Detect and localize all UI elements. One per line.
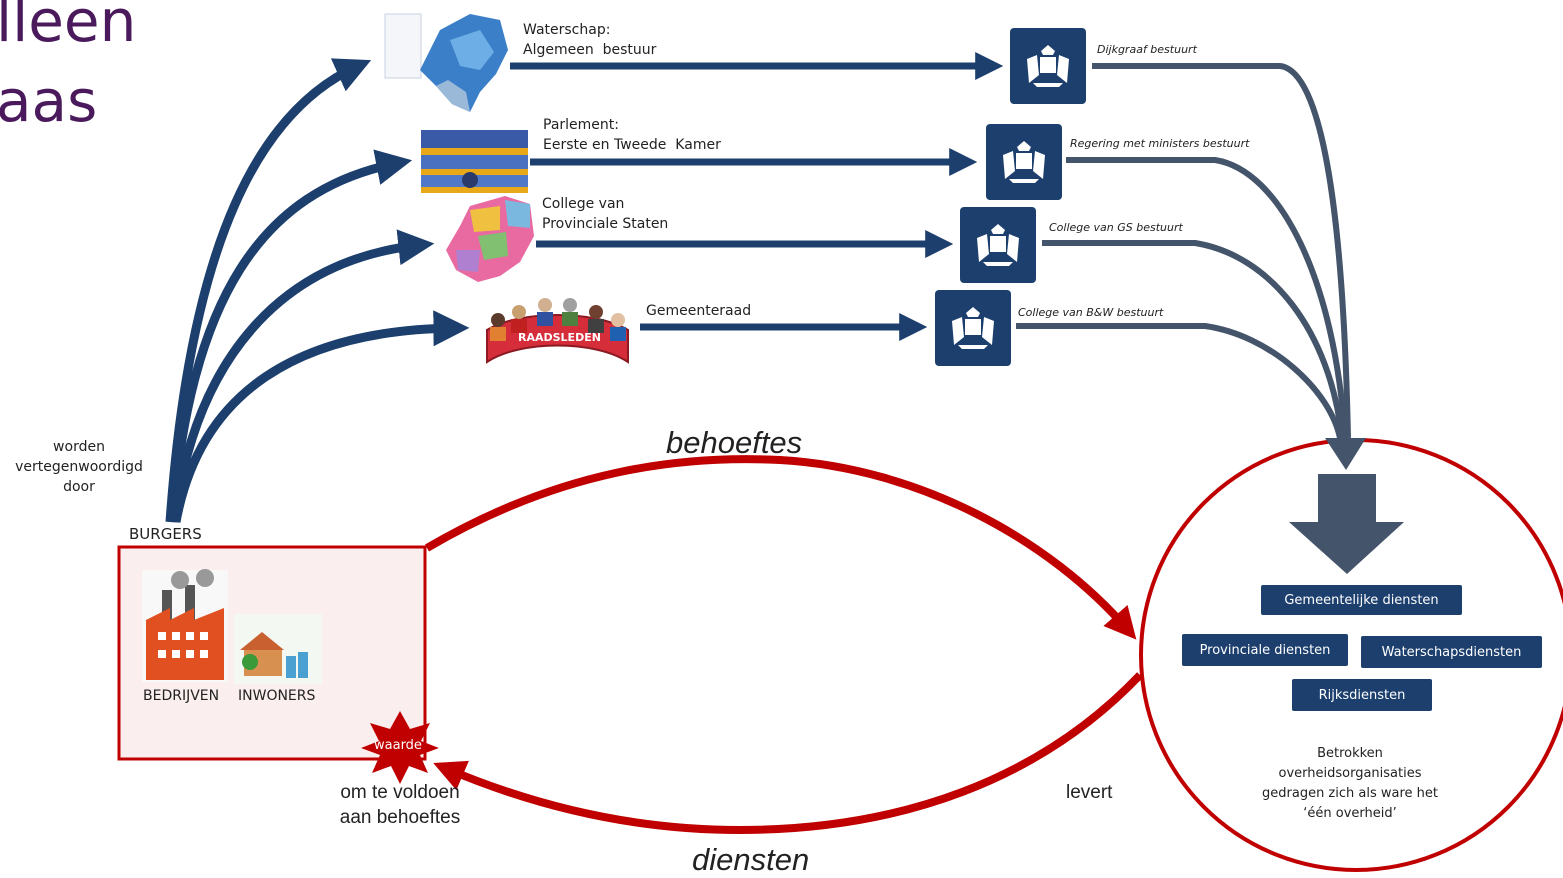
arrow-to-waterschap — [165, 58, 372, 523]
coat-of-arms-icon — [1003, 141, 1045, 183]
slide-heading-line1: lleen — [0, 0, 137, 55]
waterschap-map-image — [384, 13, 508, 112]
coat-of-arms-icon — [1027, 45, 1069, 87]
representation-arrows — [165, 58, 470, 523]
label-regering: Regering met ministers bestuurt — [1070, 137, 1250, 150]
one-government-text: Betrokken overheidsorganisaties gedragen… — [1262, 746, 1438, 821]
slide-heading-line2: aas — [0, 67, 98, 135]
factory-icon — [142, 569, 228, 682]
big-down-arrow — [1289, 474, 1404, 574]
line-dijkgraaf — [1092, 63, 1351, 439]
line-regering — [1066, 157, 1348, 439]
government-to-services-lines — [1016, 63, 1351, 439]
waarde-star — [361, 711, 439, 784]
label-gs: College van GS bestuurt — [1049, 221, 1183, 234]
provincie-map-image — [446, 196, 534, 282]
label-inwoners: INWONERS — [238, 688, 316, 704]
rijkswapen-regering — [986, 124, 1062, 200]
label-parlement: Parlement: Eerste en Tweede Kamer — [543, 117, 721, 153]
label-gemeenteraad: Gemeenteraad — [646, 303, 752, 319]
government-arrows — [510, 52, 1004, 341]
line-bw — [1016, 323, 1343, 439]
raadsleden-banner-text: RAADSLEDEN — [518, 331, 601, 344]
label-represented-by: worden vertegenwoordigd door — [15, 439, 143, 495]
services-arrowhead-small — [1325, 438, 1366, 470]
rijkswapen-dijkgraaf — [1010, 28, 1086, 104]
service-provinciaal: Provinciale diensten — [1182, 634, 1348, 666]
arrow-to-parlement — [167, 149, 413, 523]
diensten-arrow — [433, 672, 1143, 835]
coat-of-arms-icon — [977, 224, 1019, 266]
service-gemeentelijk: Gemeentelijke diensten — [1261, 585, 1462, 615]
label-waterschap: Waterschap: Algemeen bestuur — [523, 22, 657, 58]
label-waarde: waarde — [374, 738, 422, 753]
label-bedrijven: BEDRIJVEN — [143, 688, 220, 704]
rijkswapen-bw — [935, 290, 1011, 366]
service-waterschap: Waterschapsdiensten — [1361, 636, 1542, 668]
label-bw: College van B&W bestuurt — [1018, 306, 1164, 319]
label-burgers: BURGERS — [129, 525, 202, 543]
line-gs — [1042, 240, 1345, 439]
arrow-to-provincie — [169, 229, 435, 523]
arrow-to-gemeente — [171, 310, 470, 523]
label-levert: levert — [1066, 782, 1113, 803]
behoeftes-arrow — [424, 455, 1137, 640]
parlement-photo — [421, 130, 528, 193]
label-diensten: diensten — [692, 842, 810, 877]
raadsleden-people — [490, 298, 626, 341]
label-dijkgraaf: Dijkgraaf bestuurt — [1097, 43, 1197, 56]
coat-of-arms-icon — [952, 307, 994, 349]
label-behoeftes: behoeftes — [666, 425, 803, 460]
label-om-te-voldoen: om te voldoen aan behoeftes — [339, 782, 461, 828]
house-icon — [234, 614, 322, 684]
label-provincie: College van Provinciale Staten — [542, 196, 669, 232]
service-rijk: Rijksdiensten — [1292, 679, 1432, 711]
rijkswapen-gs — [960, 207, 1036, 283]
